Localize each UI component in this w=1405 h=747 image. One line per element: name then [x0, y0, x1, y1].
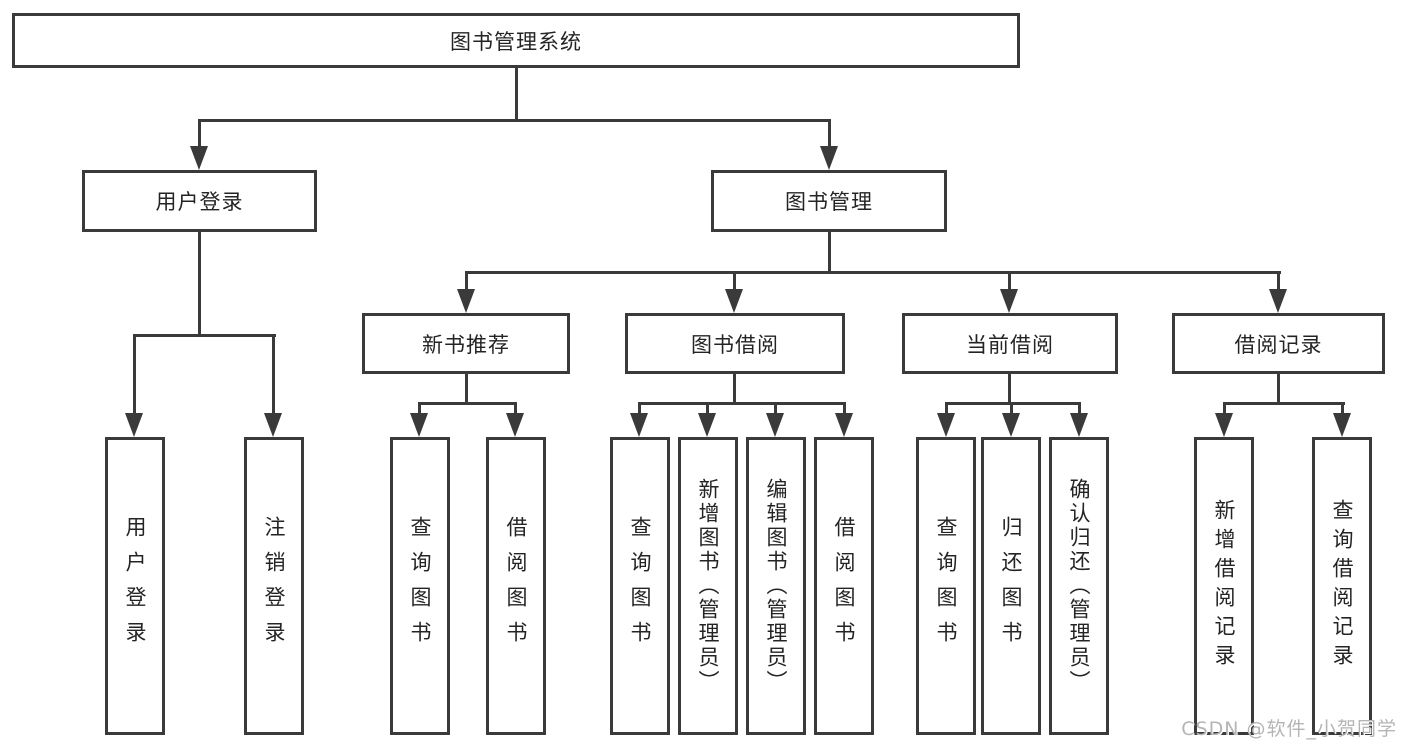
node-label: 归还图书: [999, 516, 1023, 656]
connector-book-management-stem: [828, 232, 831, 274]
arrowhead-down-icon: [125, 413, 143, 437]
node-new-book-recommend: 新书推荐: [362, 313, 570, 374]
node-label: 查询借阅记录: [1330, 499, 1354, 673]
arrowhead-down-icon: [835, 413, 853, 437]
connector-drop-leaf: [1010, 402, 1013, 415]
node-label: 图书管理系统: [450, 29, 582, 54]
connector-drop-leaf: [1341, 402, 1344, 415]
connector-drop-leaf: [1223, 402, 1226, 415]
arrowhead-down-icon: [264, 413, 282, 437]
connector-borrowing-records-rail: [1223, 402, 1345, 405]
connector-drop-leaf-logout: [272, 334, 275, 415]
node-label: 借阅图书: [504, 516, 528, 656]
leaf-query-books-recommend: 查询图书: [390, 437, 450, 735]
leaf-borrow-books-recommend: 借阅图书: [486, 437, 546, 735]
node-label: 借阅图书: [832, 516, 856, 656]
node-book-management: 图书管理: [711, 170, 947, 232]
arrowhead-down-icon: [937, 413, 955, 437]
node-book-borrowing: 图书借阅: [625, 313, 845, 374]
leaf-query-borrow-record: 查询借阅记录: [1312, 437, 1372, 735]
connector-level3-rail: [465, 271, 1281, 274]
node-label: 注销登录: [262, 516, 286, 656]
node-label: 借阅记录: [1234, 332, 1323, 357]
arrowhead-down-icon: [725, 289, 743, 313]
connector-drop-leaf: [945, 402, 948, 415]
node-label: 当前借阅: [966, 332, 1054, 357]
connector-drop-borrowing-records: [1277, 271, 1280, 291]
arrowhead-down-icon: [410, 413, 428, 437]
node-label: 用户登录: [155, 190, 244, 214]
connector-level1-rail: [198, 119, 831, 122]
connector-drop-leaf: [638, 402, 641, 415]
csdn-watermark: CSDN @软件_小贺同学: [1181, 718, 1397, 740]
connector-new-recommend-stem: [465, 374, 468, 405]
arrowhead-down-icon: [1333, 413, 1351, 437]
connector-drop-current-borrowing: [1008, 271, 1011, 291]
leaf-query-books-borrowing: 查询图书: [610, 437, 670, 735]
connector-drop-leaf: [843, 402, 846, 415]
arrowhead-down-icon: [766, 413, 784, 437]
node-label: 新增图书（管理员）: [696, 478, 720, 694]
leaf-add-book-admin: 新增图书（管理员）: [678, 437, 738, 735]
arrowhead-down-icon: [1000, 289, 1018, 313]
leaf-user-login: 用户登录: [105, 437, 165, 735]
node-label: 编辑图书（管理员）: [764, 478, 788, 694]
node-label: 图书借阅: [691, 332, 779, 357]
connector-book-borrowing-stem: [733, 374, 736, 405]
node-label: 新增借阅记录: [1212, 499, 1236, 673]
arrowhead-down-icon: [820, 146, 838, 170]
connector-borrowing-records-stem: [1277, 374, 1280, 405]
connector-current-borrowing-rail: [945, 402, 1081, 405]
leaf-query-books-current: 查询图书: [916, 437, 976, 735]
connector-drop-leaf: [774, 402, 777, 415]
arrowhead-down-icon: [1215, 413, 1233, 437]
connector-book-borrowing-rail: [638, 402, 846, 405]
node-library-management-system: 图书管理系统: [12, 13, 1020, 68]
node-label: 新书推荐: [422, 332, 510, 357]
leaf-confirm-return-admin: 确认归还（管理员）: [1049, 437, 1109, 735]
leaf-add-borrow-record: 新增借阅记录: [1194, 437, 1254, 735]
connector-drop-new-book-recommend: [465, 271, 468, 291]
node-current-borrowing: 当前借阅: [902, 313, 1118, 374]
leaf-edit-book-admin: 编辑图书（管理员）: [746, 437, 806, 735]
connector-user-login-rail: [133, 334, 276, 337]
arrowhead-down-icon: [1269, 289, 1287, 313]
arrowhead-down-icon: [1002, 413, 1020, 437]
node-label: 查询图书: [934, 516, 958, 656]
connector-drop-user-login: [198, 119, 201, 148]
arrowhead-down-icon: [190, 146, 208, 170]
node-user-login-branch: 用户登录: [82, 170, 317, 232]
arrowhead-down-icon: [506, 413, 524, 437]
connector-user-login-stem: [198, 232, 201, 337]
node-label: 确认归还（管理员）: [1067, 478, 1091, 694]
connector-current-borrowing-stem: [1008, 374, 1011, 405]
connector-drop-leaf: [1078, 402, 1081, 415]
node-label: 查询图书: [628, 516, 652, 656]
leaf-logout: 注销登录: [244, 437, 304, 735]
arrowhead-down-icon: [698, 413, 716, 437]
node-borrowing-records: 借阅记录: [1172, 313, 1385, 374]
connector-drop-book-borrowing: [733, 271, 736, 291]
connector-root-stem: [515, 68, 518, 122]
connector-drop-leaf-user-login: [133, 334, 136, 415]
arrowhead-down-icon: [1070, 413, 1088, 437]
node-label: 用户登录: [123, 516, 147, 656]
connector-drop-book-management: [828, 119, 831, 148]
node-label: 查询图书: [408, 516, 432, 656]
arrowhead-down-icon: [630, 413, 648, 437]
connector-drop-leaf: [514, 402, 517, 415]
leaf-return-book: 归还图书: [981, 437, 1041, 735]
connector-new-recommend-rail: [418, 402, 517, 405]
connector-drop-leaf: [706, 402, 709, 415]
node-label: 图书管理: [785, 190, 873, 214]
leaf-borrow-books-borrowing: 借阅图书: [814, 437, 874, 735]
connector-drop-leaf: [418, 402, 421, 415]
arrowhead-down-icon: [457, 289, 475, 313]
